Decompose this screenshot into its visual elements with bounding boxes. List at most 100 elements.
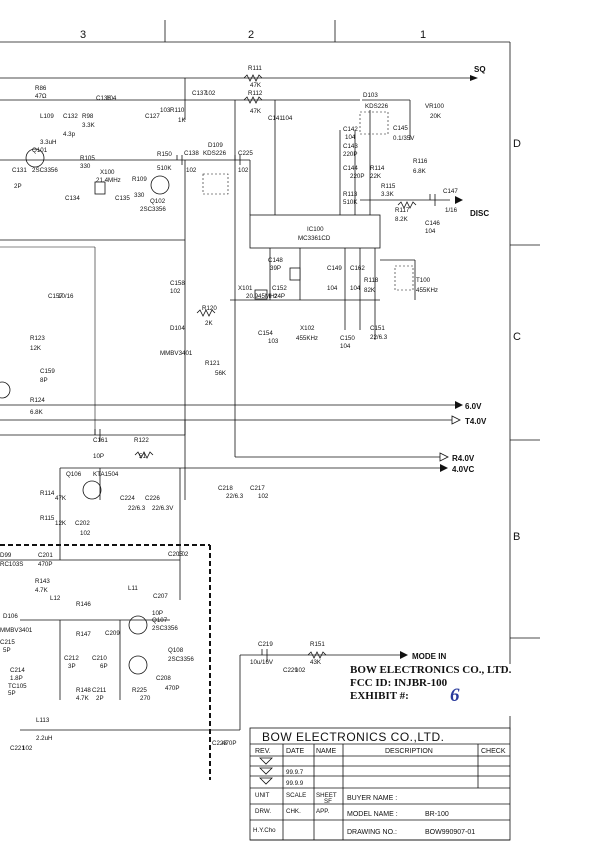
label-c158-value: 102: [170, 288, 181, 295]
label-r124: R124: [30, 397, 45, 404]
label-c141-value: 104: [282, 115, 293, 122]
label-x102: X102: [300, 325, 315, 332]
label-d103-value: KDS226: [365, 103, 389, 110]
title-block-app: APP.: [316, 808, 330, 815]
label-q108-value: 2SC3356: [168, 656, 194, 663]
label-r86-value: 47Ω: [35, 93, 47, 100]
title-block-model-value: BR-100: [425, 811, 449, 818]
signal-r4v: R4.0V: [452, 454, 475, 463]
label-c224: C224: [120, 495, 135, 502]
label-c157-value: 10/16: [58, 293, 74, 300]
label-c215: C215: [0, 639, 15, 646]
label-c154-value: 103: [268, 338, 279, 345]
label-r151: R151: [310, 641, 325, 648]
label-c127: C127: [145, 113, 160, 120]
label-c147-value: 1/16: [445, 207, 458, 214]
rev-triangle-3-icon: [259, 777, 273, 785]
label-c149-value: 104: [327, 285, 338, 292]
title-block-drawer: H.Y.Cho: [253, 827, 276, 834]
label-c161-value: 10P: [93, 453, 104, 460]
label-r123-value: 12K: [30, 345, 42, 352]
label-vr100: VR100: [425, 103, 444, 110]
title-block-sheet: SHEET: [316, 792, 337, 799]
label-c225-value: 102: [238, 167, 249, 174]
label-c146: C146: [425, 220, 440, 227]
label-d109: D109: [208, 142, 223, 149]
label-r112: R112: [248, 90, 263, 97]
label-r117-value: 8.2K: [395, 216, 409, 223]
label-c219: C219: [258, 641, 273, 648]
label-c229: C229: [283, 667, 298, 674]
label-c202: C202: [75, 520, 90, 527]
stamp-fcc-id: FCC ID: INJBR-100: [350, 677, 448, 689]
label-l11: L11: [128, 585, 138, 592]
label-d99: D99: [0, 552, 12, 559]
title-block-scale: SCALE: [286, 792, 306, 799]
label-r112-value: 47K: [250, 108, 262, 115]
label-d99-value: RC103S: [0, 561, 23, 568]
label-r105: R105: [80, 155, 95, 162]
label-l109: L109: [40, 113, 54, 120]
label-c202-value: 102: [80, 530, 91, 537]
label-tc105: TC105: [8, 683, 27, 690]
label-c157: C157: [48, 293, 63, 300]
label-d104: D104: [170, 325, 185, 332]
label-l113-value: 2.2uH: [36, 735, 53, 742]
label-q106: Q106: [66, 471, 82, 478]
label-c135: C135: [115, 195, 130, 202]
label-c127-value: 103: [160, 107, 171, 114]
title-block-rev-date-2: 99.9.9: [286, 780, 304, 787]
label-q102: Q102: [150, 198, 166, 205]
label-r116: R116: [413, 158, 428, 165]
label-c224-value: 22/6.3: [128, 505, 146, 512]
label-r110: R110: [170, 107, 185, 114]
zone-label-d: D: [513, 138, 521, 150]
label-c223-value: 470P: [222, 740, 236, 747]
label-c152-value: 24P: [274, 293, 285, 300]
label-c159: C159: [40, 368, 55, 375]
label-c144-value: 220P: [350, 173, 364, 180]
label-c150-value: 104: [340, 343, 351, 350]
label-c142: C142: [343, 126, 358, 133]
label-c152: C152: [272, 285, 287, 292]
label-q102-value: 2SC3356: [140, 206, 166, 213]
label-ic100-value: MC3361CD: [298, 235, 331, 242]
title-block-sheet-value: SF: [324, 798, 332, 805]
zone-label-b: B: [513, 531, 520, 543]
label-r151-value: 43K: [310, 659, 322, 666]
label-c210-value: 6P: [100, 663, 108, 670]
label-q101-value: 2SC3356: [32, 167, 58, 174]
label-c132-value: 4.3p: [63, 131, 76, 138]
label-r143-value: 4.7K: [35, 587, 49, 594]
label-r120: R120: [202, 305, 217, 312]
label-c205: C205: [168, 551, 183, 558]
label-t100: T100: [416, 277, 431, 284]
label-c136-value: 104: [106, 95, 117, 102]
label-r120-value: 2K: [205, 320, 213, 327]
label-c214-value: 1.8P: [10, 675, 23, 682]
label-ic100: IC100: [307, 226, 324, 233]
label-c151-value: 22/6.3: [370, 334, 388, 341]
label-r122-value: 51: [139, 453, 146, 460]
label-q101: Q101: [32, 147, 48, 154]
label-c154: C154: [258, 330, 273, 337]
title-block-unit: UNIT: [255, 792, 270, 799]
label-r109: R109: [132, 176, 147, 183]
label-l109-value: 3.3uH: [40, 139, 57, 146]
label-c145-value: 0.1/35V: [393, 135, 415, 142]
label-c137: C137: [192, 90, 207, 97]
title-block-rev-header: REV.: [255, 748, 271, 755]
label-c207: C207: [153, 593, 168, 600]
label-c218-value: 22/6.3: [226, 493, 244, 500]
label-c211-value: 2P: [96, 695, 104, 702]
label-c205-value: 102: [178, 551, 189, 558]
label-c207-value: 10P: [152, 610, 163, 617]
label-r115b: R115: [40, 515, 55, 522]
stamp-exhibit-label: EXHIBIT #:: [350, 690, 409, 702]
label-c136: C136: [96, 95, 111, 102]
label-c144: C144: [343, 165, 358, 172]
label-c201-value: 470P: [38, 561, 52, 568]
signal-t4v: T4.0V: [465, 417, 487, 426]
label-r115b-value: 12K: [55, 520, 67, 527]
